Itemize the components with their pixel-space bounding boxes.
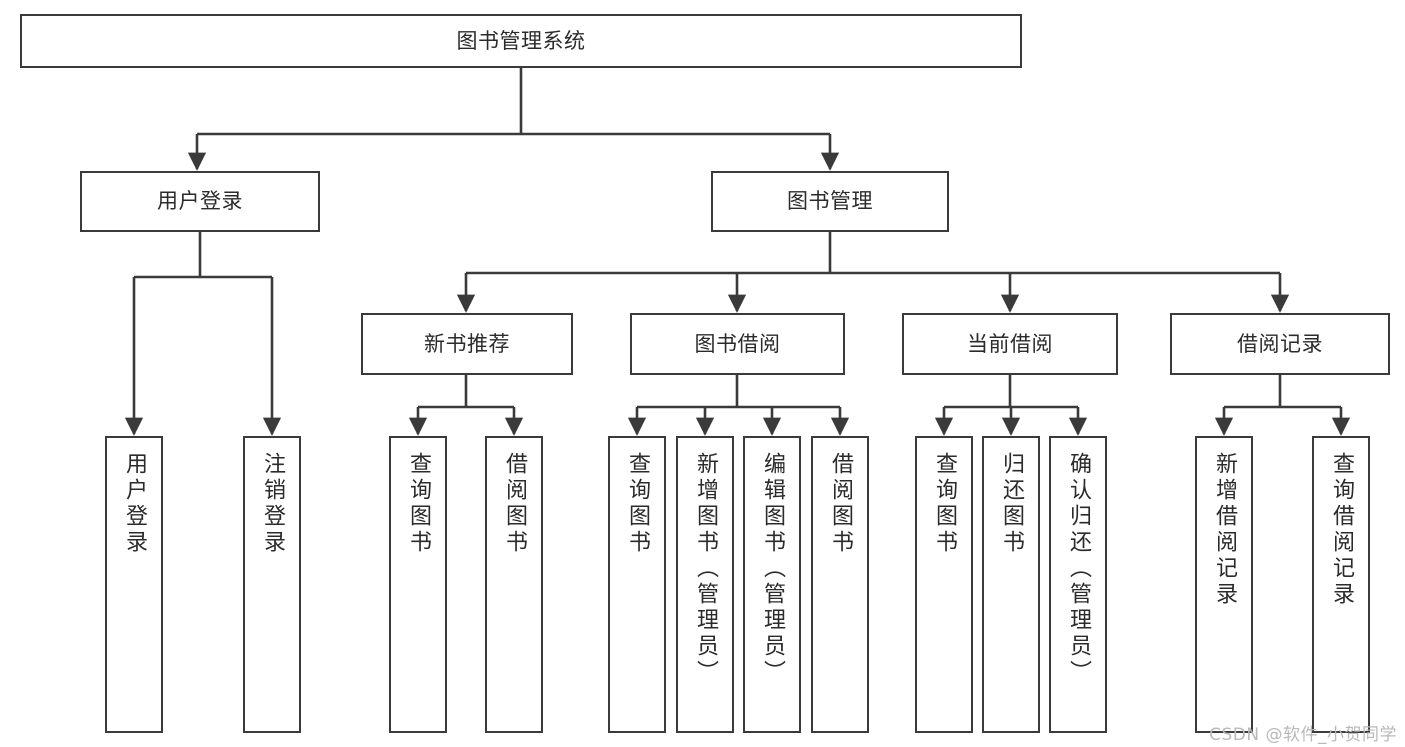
node-leaf-edit-book[interactable]: 编辑图书（管理员） xyxy=(743,436,801,733)
node-borrow-record[interactable]: 借阅记录 xyxy=(1170,313,1390,375)
node-leaf-user-login[interactable]: 用户登录 xyxy=(105,436,163,733)
node-current-borrow-label: 当前借阅 xyxy=(967,331,1053,356)
node-borrow-record-label: 借阅记录 xyxy=(1237,331,1323,356)
node-book-borrow-label: 图书借阅 xyxy=(694,331,781,356)
node-leaf-query-record-label: 查询借阅记录 xyxy=(1329,452,1354,608)
node-user-login[interactable]: 用户登录 xyxy=(80,171,320,232)
node-leaf-query-book-1-label: 查询图书 xyxy=(406,452,431,556)
node-leaf-logout-login-label: 注销登录 xyxy=(260,452,285,556)
node-leaf-add-book-label: 新增图书（管理员） xyxy=(693,452,718,686)
node-new-book-recommend[interactable]: 新书推荐 xyxy=(361,313,573,375)
node-leaf-query-book-2[interactable]: 查询图书 xyxy=(608,436,666,733)
node-new-book-recommend-label: 新书推荐 xyxy=(424,331,510,356)
node-leaf-add-book[interactable]: 新增图书（管理员） xyxy=(676,436,734,733)
node-leaf-confirm-return-label: 确认归还（管理员） xyxy=(1066,452,1091,686)
node-leaf-add-record[interactable]: 新增借阅记录 xyxy=(1195,436,1253,733)
node-leaf-query-book-3[interactable]: 查询图书 xyxy=(915,436,973,733)
node-root[interactable]: 图书管理系统 xyxy=(20,14,1022,68)
node-leaf-confirm-return[interactable]: 确认归还（管理员） xyxy=(1049,436,1107,733)
node-leaf-logout-login[interactable]: 注销登录 xyxy=(243,436,301,733)
node-leaf-return-book[interactable]: 归还图书 xyxy=(982,436,1040,733)
node-leaf-borrow-book-1-label: 借阅图书 xyxy=(502,452,527,556)
node-leaf-query-record[interactable]: 查询借阅记录 xyxy=(1312,436,1370,733)
node-leaf-borrow-book-2-label: 借阅图书 xyxy=(828,452,853,556)
node-leaf-return-book-label: 归还图书 xyxy=(999,452,1024,556)
node-leaf-borrow-book-1[interactable]: 借阅图书 xyxy=(485,436,543,733)
node-leaf-borrow-book-2[interactable]: 借阅图书 xyxy=(811,436,869,733)
node-leaf-query-book-2-label: 查询图书 xyxy=(625,452,650,556)
watermark: CSDN @软件_小贺同学 xyxy=(1209,725,1397,745)
node-leaf-query-book-3-label: 查询图书 xyxy=(932,452,957,556)
node-book-manage-label: 图书管理 xyxy=(787,189,873,214)
node-leaf-query-book-1[interactable]: 查询图书 xyxy=(389,436,447,733)
node-user-login-label: 用户登录 xyxy=(157,189,243,214)
node-book-borrow[interactable]: 图书借阅 xyxy=(630,313,845,375)
node-current-borrow[interactable]: 当前借阅 xyxy=(902,313,1118,375)
node-book-manage[interactable]: 图书管理 xyxy=(711,171,949,232)
node-leaf-user-login-label: 用户登录 xyxy=(122,452,147,556)
node-leaf-add-record-label: 新增借阅记录 xyxy=(1212,452,1237,608)
node-leaf-edit-book-label: 编辑图书（管理员） xyxy=(760,452,785,686)
node-root-label: 图书管理系统 xyxy=(456,28,586,53)
